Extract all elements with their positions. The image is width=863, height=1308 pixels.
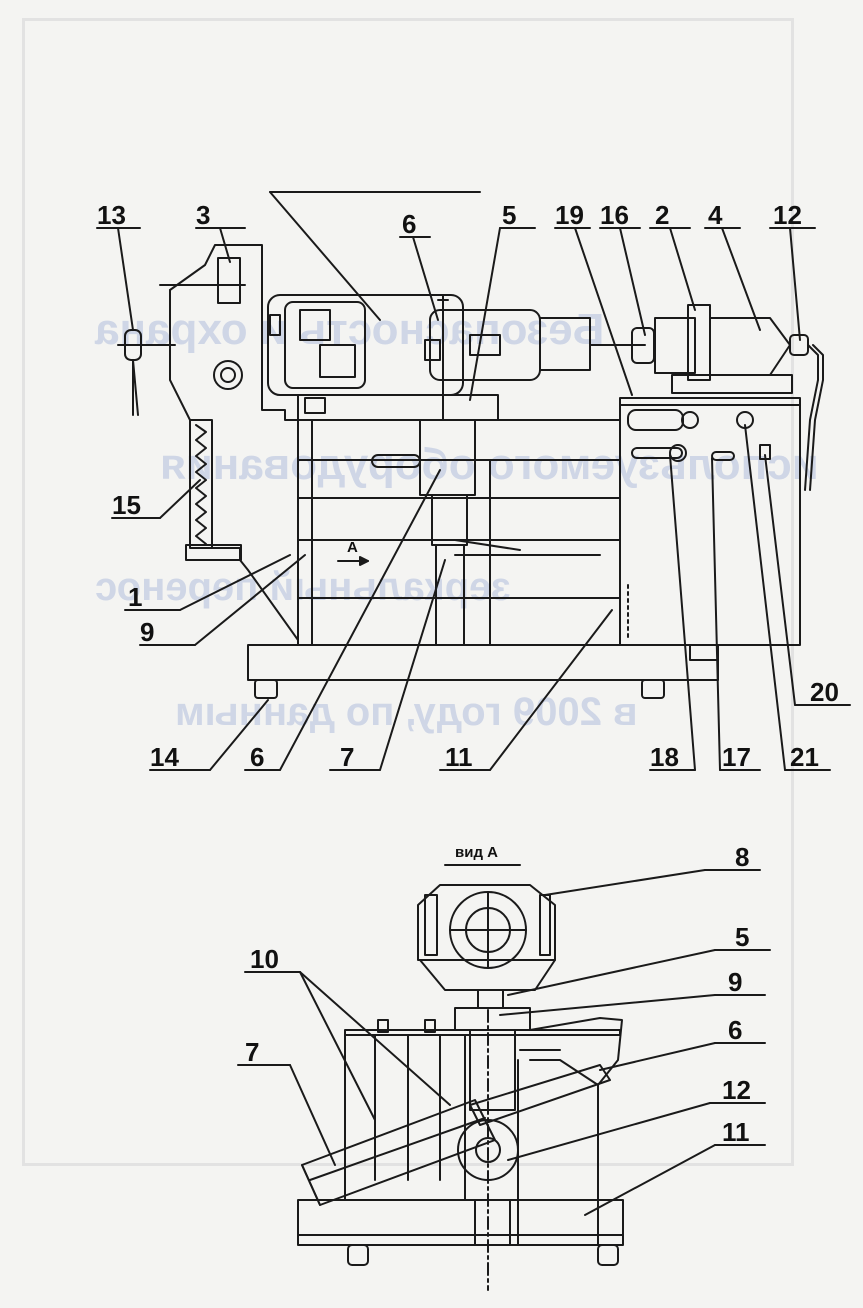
control-cabinet bbox=[619, 397, 801, 646]
label-17: 17 bbox=[722, 742, 751, 772]
side-label-10: 10 bbox=[250, 944, 279, 974]
side-label-7: 7 bbox=[245, 1037, 260, 1067]
side-label-8: 8 bbox=[735, 842, 750, 872]
arrow-a-label: А bbox=[347, 539, 358, 556]
label-19: 19 bbox=[555, 200, 584, 230]
side-label-12: 12 bbox=[722, 1075, 751, 1105]
label-6-bottom: 6 bbox=[250, 742, 265, 772]
side-label-5: 5 bbox=[735, 922, 750, 952]
side-label-9: 9 bbox=[728, 967, 743, 997]
label-5: 5 bbox=[502, 200, 517, 230]
base-plate bbox=[247, 644, 719, 681]
label-20: 20 bbox=[810, 677, 839, 707]
side-label-6: 6 bbox=[728, 1015, 743, 1045]
label-4: 4 bbox=[708, 200, 723, 230]
label-21: 21 bbox=[790, 742, 819, 772]
label-6-top: 6 bbox=[402, 209, 417, 239]
main-cabinet bbox=[297, 419, 621, 646]
label-7: 7 bbox=[340, 742, 355, 772]
label-3: 3 bbox=[196, 200, 211, 230]
label-2: 2 bbox=[655, 200, 670, 230]
label-9: 9 bbox=[140, 617, 155, 647]
label-16: 16 bbox=[600, 200, 629, 230]
side-view-a bbox=[237, 864, 771, 1291]
label-11: 11 bbox=[445, 742, 473, 772]
label-18: 18 bbox=[650, 742, 679, 772]
label-1: 1 bbox=[128, 582, 143, 612]
side-label-11: 11 bbox=[722, 1117, 750, 1147]
label-15: 15 bbox=[112, 490, 141, 520]
label-13: 13 bbox=[97, 200, 126, 230]
label-12: 12 bbox=[773, 200, 802, 230]
front-view bbox=[96, 191, 851, 771]
view-a-title: вид А bbox=[455, 844, 498, 861]
label-14: 14 bbox=[150, 742, 179, 772]
